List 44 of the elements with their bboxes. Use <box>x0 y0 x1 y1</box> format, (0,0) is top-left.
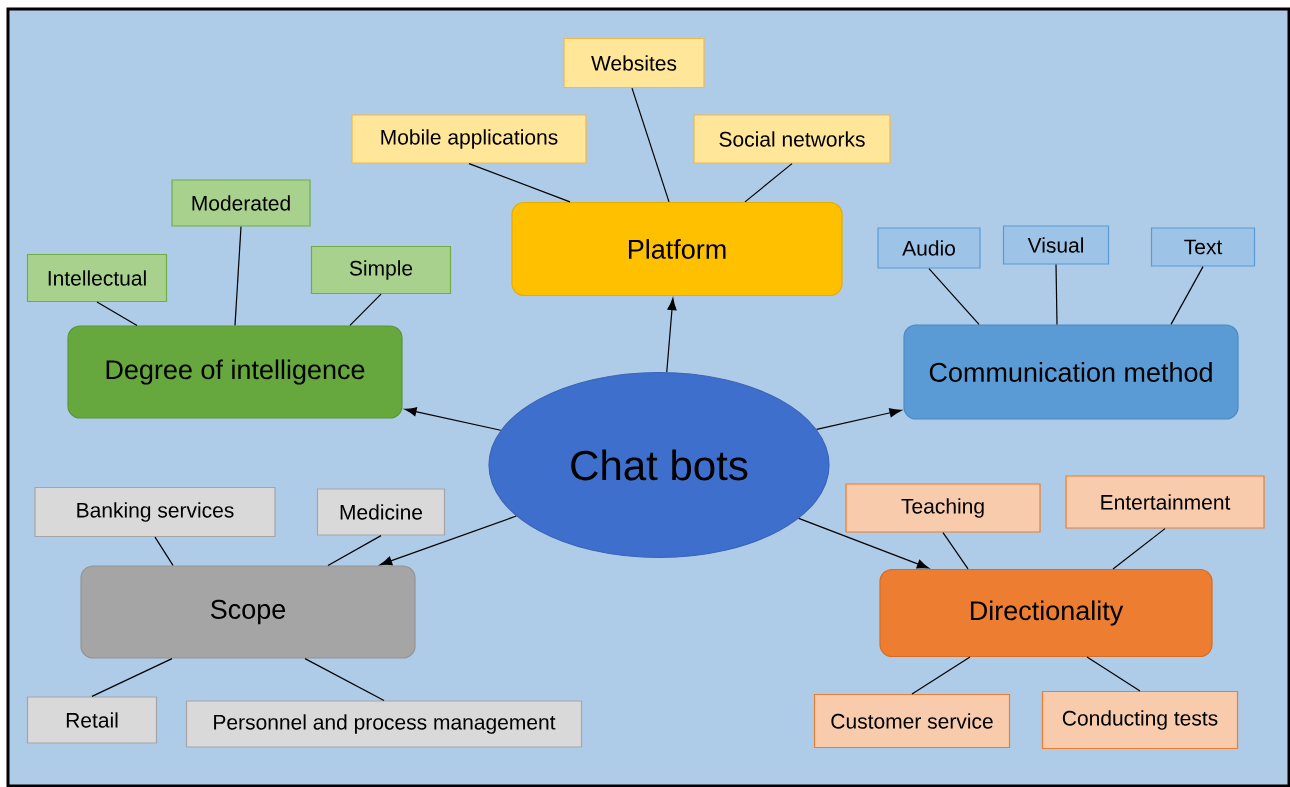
connector-line <box>942 532 969 570</box>
category-box: Scope <box>80 565 416 659</box>
item-box: Teaching <box>845 483 1041 533</box>
arrow <box>666 298 677 373</box>
category-box: Directionality <box>879 568 1213 658</box>
connector-line <box>91 658 173 697</box>
item-box: Conducting tests <box>1041 690 1239 750</box>
connector-line <box>631 87 670 203</box>
item-box: Moderated <box>171 179 311 227</box>
item-box: Entertainment <box>1065 475 1265 529</box>
category-box: Communication method <box>903 324 1239 420</box>
item-box: Simple <box>310 245 452 295</box>
connector-line <box>911 656 971 695</box>
connector-line <box>154 536 174 566</box>
item-box: Customer service <box>813 693 1011 749</box>
item-box: Personnel and process management <box>185 700 583 748</box>
item-box: Text <box>1150 227 1256 267</box>
arrow <box>816 408 902 431</box>
connector-line <box>744 163 793 203</box>
connector-line <box>1086 656 1141 692</box>
connector-line <box>327 535 382 566</box>
item-box: Websites <box>563 37 705 89</box>
connector-line <box>468 163 571 203</box>
connector-line <box>96 301 138 326</box>
item-box: Visual <box>1002 225 1110 265</box>
connector-line <box>1055 264 1058 325</box>
category-box: Platform <box>511 201 843 297</box>
connector-line <box>1112 528 1166 570</box>
connector-line <box>928 268 980 325</box>
item-box: Medicine <box>316 488 446 536</box>
item-box: Mobile applications <box>351 114 587 164</box>
item-box: Social networks <box>693 114 891 164</box>
connector-line <box>234 226 242 326</box>
arrow <box>798 517 929 569</box>
arrow <box>404 407 502 431</box>
connector-line <box>349 293 382 326</box>
arrow <box>380 515 517 566</box>
item-box: Banking services <box>34 486 276 538</box>
connector-line <box>1170 266 1204 325</box>
item-box: Retail <box>26 696 158 744</box>
category-box: Degree of intelligence <box>67 325 403 419</box>
item-box: Audio <box>877 227 981 269</box>
item-box: Intellectual <box>26 253 168 303</box>
connector-line <box>304 658 385 701</box>
